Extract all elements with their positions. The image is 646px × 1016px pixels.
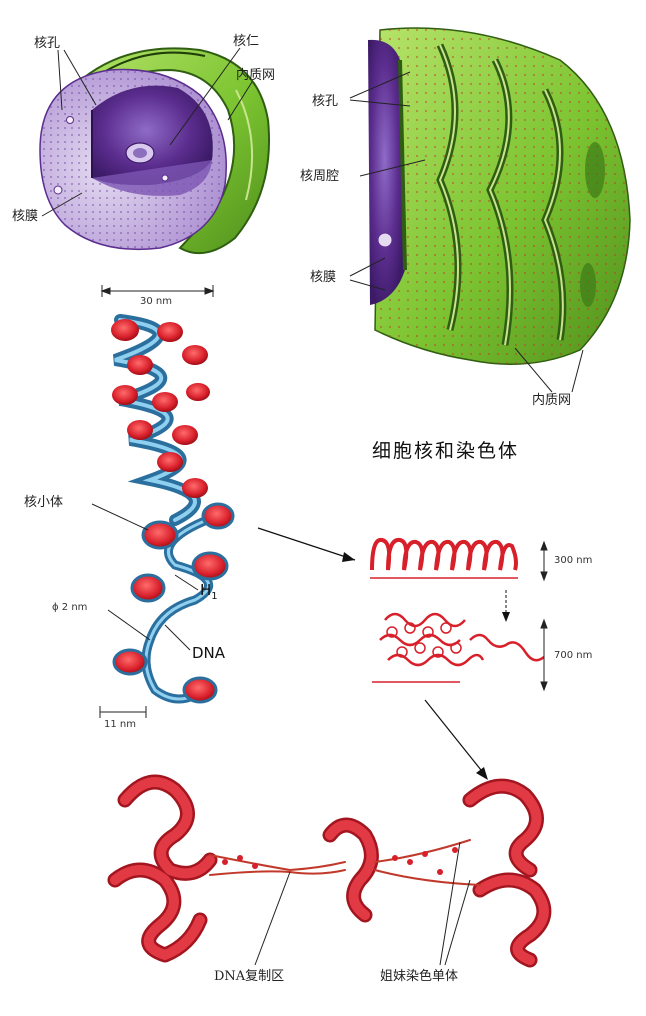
label-bead-width: 11 nm bbox=[104, 719, 136, 730]
label-dna-width: ϕ 2 nm bbox=[52, 602, 88, 613]
leader-lines-chromosome bbox=[254, 841, 471, 966]
leader-lines-envelope bbox=[349, 71, 584, 393]
label-er-top: 内质网 bbox=[236, 68, 276, 83]
envelope-er-detail bbox=[368, 27, 631, 365]
label-replication-region: DNA复制区 bbox=[214, 969, 285, 984]
nucleolus-body bbox=[125, 142, 155, 164]
arrow-to-loops bbox=[257, 527, 356, 561]
leader-lines-nucleus bbox=[41, 47, 253, 217]
nucleus-slab bbox=[368, 39, 405, 305]
label-envelope-left: 核膜 bbox=[12, 209, 39, 224]
scale-30nm bbox=[100, 285, 215, 297]
coiled-loops bbox=[372, 612, 545, 683]
label-fiber-width: 30 nm bbox=[140, 296, 172, 307]
er-band-left bbox=[68, 47, 271, 255]
label-envelope-right: 核膜 bbox=[310, 270, 337, 285]
scale-11nm bbox=[99, 706, 147, 718]
label-nucleolus: 核仁 bbox=[233, 34, 260, 49]
label-nuclear-pore-right: 核孔 bbox=[312, 94, 339, 109]
label-nucleosome: 核小体 bbox=[24, 495, 64, 510]
label-er-right: 内质网 bbox=[532, 393, 572, 408]
leader-lines-beads bbox=[91, 503, 199, 651]
nucleus-interior bbox=[92, 85, 213, 186]
label-sister-chromatids: 姐妹染色单体 bbox=[380, 969, 459, 984]
label-histone-h1: H1 bbox=[200, 581, 218, 602]
label-nuclear-pore-left: 核孔 bbox=[34, 36, 61, 51]
label-dna: DNA bbox=[192, 644, 226, 662]
scale-700nm bbox=[540, 618, 548, 692]
figure-title: 细胞核和染色体 bbox=[372, 440, 520, 462]
solenoid-fiber bbox=[111, 314, 210, 526]
beads-on-string bbox=[112, 502, 235, 704]
label-coil-height: 700 nm bbox=[554, 650, 593, 661]
scale-300nm bbox=[540, 540, 548, 582]
replicating-chromosome bbox=[107, 774, 552, 968]
label-perinuclear-space: 核周腔 bbox=[300, 169, 340, 184]
arrow-to-chromosome bbox=[424, 699, 486, 776]
label-loop-height: 300 nm bbox=[554, 555, 593, 566]
radial-loops bbox=[370, 537, 518, 579]
nucleus-cutaway bbox=[39, 47, 271, 255]
